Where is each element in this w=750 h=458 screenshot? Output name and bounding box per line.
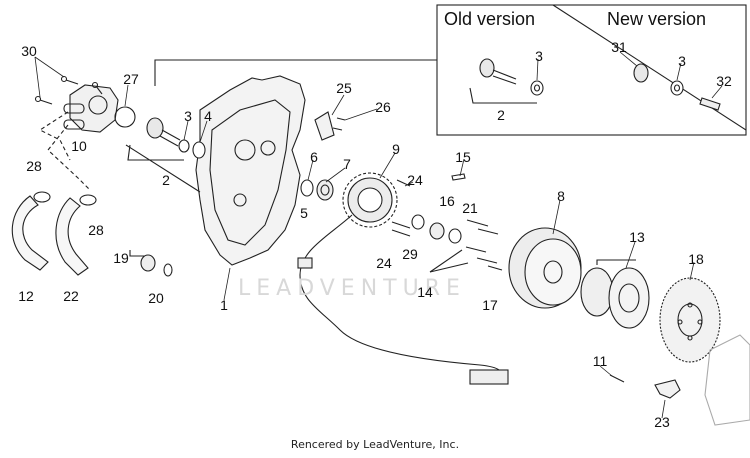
pump-shaft (127, 117, 206, 161)
callout-5: 5 (300, 205, 308, 221)
callout-3-new: 3 (678, 53, 686, 69)
bracket-25 (314, 111, 335, 141)
callout-6: 6 (310, 149, 318, 165)
flywheel-8 (508, 227, 582, 309)
callout-11: 11 (592, 353, 608, 369)
callout-17: 17 (482, 297, 498, 313)
callout-7: 7 (343, 156, 351, 172)
callout-27: 27 (123, 71, 139, 87)
callout-2-old: 2 (497, 107, 505, 123)
key-15 (451, 173, 466, 181)
callout-28-left: 28 (26, 158, 42, 174)
callout-13: 13 (629, 229, 645, 245)
gear-18 (659, 277, 721, 363)
callout-16: 16 (439, 193, 455, 209)
callout-3: 3 (184, 108, 192, 124)
cover-bracket (154, 59, 437, 86)
callout-32: 32 (716, 73, 732, 89)
clamp-28a (33, 191, 51, 203)
callout-15: 15 (455, 149, 471, 165)
crankcase-cover (195, 75, 306, 266)
callout-29: 29 (402, 246, 418, 262)
callout-12: 12 (18, 288, 34, 304)
credit-line: Rencered by LeadVenture, Inc. (290, 438, 460, 451)
callout-24-bottom: 24 (376, 255, 392, 271)
callout-26: 26 (375, 99, 391, 115)
freewheel-13 (580, 259, 650, 329)
version-inset-frame (436, 4, 747, 136)
bearing-7 (316, 179, 334, 201)
callout-18: 18 (688, 251, 704, 267)
clamp-28b (79, 194, 97, 206)
callout-20: 20 (148, 290, 164, 306)
clip-23 (654, 379, 681, 399)
callout-25: 25 (336, 80, 352, 96)
o-ring-27 (114, 106, 136, 128)
watermark: LEADVENTURE (238, 276, 466, 301)
seal-6 (300, 179, 314, 197)
washer-21 (448, 228, 462, 244)
stator-wire (299, 214, 503, 381)
callout-23: 23 (654, 414, 670, 430)
callout-22: 22 (63, 288, 79, 304)
callout-9: 9 (392, 141, 400, 157)
callout-19: 19 (113, 250, 129, 266)
hose-12 (11, 195, 49, 271)
callout-31: 31 (611, 39, 627, 55)
old-version-title: Old version (444, 9, 536, 29)
screws-30 (34, 75, 103, 105)
oring-20 (163, 263, 173, 277)
bush-19 (140, 254, 156, 272)
new-seal-part (633, 63, 721, 111)
new-version-title: New version (607, 9, 707, 29)
old-seal-part (469, 58, 544, 104)
hose-22 (55, 197, 89, 276)
nut-16 (429, 222, 445, 240)
callout-3-old: 3 (535, 48, 543, 64)
callout-21: 21 (462, 200, 478, 216)
callout-2: 2 (162, 172, 170, 188)
callout-1: 1 (220, 297, 228, 313)
callout-24-top: 24 (407, 172, 423, 188)
callout-30: 30 (21, 43, 37, 59)
stator-9 (342, 172, 398, 228)
callout-8: 8 (557, 188, 565, 204)
callout-4: 4 (204, 108, 212, 124)
callout-28-right: 28 (88, 222, 104, 238)
callout-14: 14 (417, 284, 433, 300)
callout-10: 10 (71, 138, 87, 154)
connector (469, 369, 509, 385)
water-pump-cover (63, 84, 119, 133)
washer-29 (411, 214, 425, 230)
bolts-14-17 (465, 219, 503, 271)
